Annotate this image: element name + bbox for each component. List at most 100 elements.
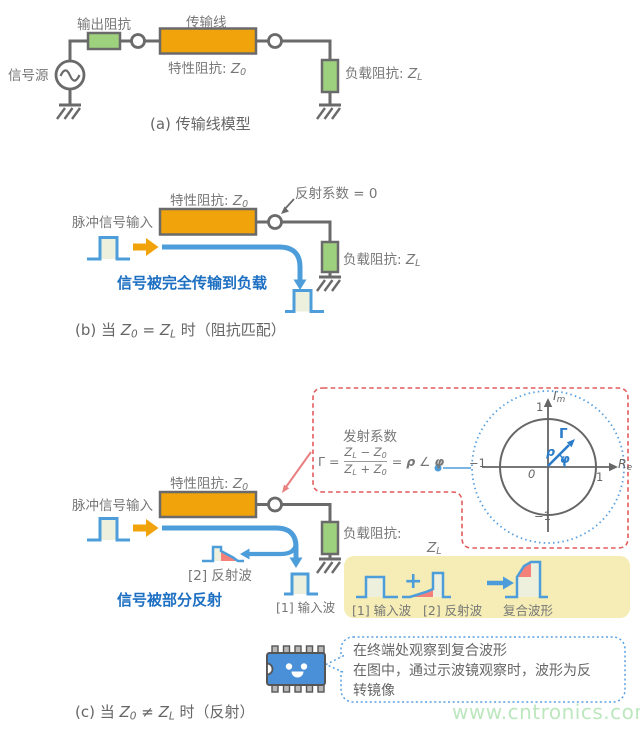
pulse-fill bbox=[100, 237, 117, 259]
wave-fill bbox=[531, 562, 540, 577]
output-impedance-resistor bbox=[86, 31, 122, 51]
phi-angle-arc bbox=[559, 454, 566, 468]
im-axis-arrowhead bbox=[543, 398, 553, 407]
orange-arrow-icon bbox=[133, 519, 159, 537]
circuit-a bbox=[54, 27, 343, 121]
connector-node bbox=[130, 33, 146, 49]
re-axis-label: Re bbox=[618, 456, 633, 473]
load-impedance-label-c: 负载阻抗: bbox=[343, 526, 402, 542]
composite-wave-icon bbox=[505, 560, 548, 599]
pulse-fill bbox=[294, 290, 311, 312]
incident-pulse-icon bbox=[284, 572, 318, 596]
transmitted-pulse-icon bbox=[285, 289, 324, 313]
pulse-fill bbox=[292, 574, 308, 594]
caption-c: (c) 当 Z0 ≠ ZL 时（反射） bbox=[75, 703, 255, 723]
polar-axes bbox=[482, 406, 610, 532]
char-impedance-label-b: 特性阻抗: Z0 bbox=[170, 193, 249, 211]
red-pointer-arrowhead bbox=[282, 484, 290, 493]
tick-bottom: −1 bbox=[534, 509, 551, 523]
chip-eye bbox=[285, 663, 293, 670]
circuit-c bbox=[87, 387, 630, 703]
signal-flow-arrowhead bbox=[289, 557, 303, 568]
gamma-vector-arrowhead bbox=[566, 439, 575, 448]
partial-reflect-label: 信号被部分反射 bbox=[117, 591, 223, 609]
ground-icon bbox=[315, 275, 343, 293]
circuit-b bbox=[87, 198, 343, 313]
pulse-fill bbox=[366, 577, 384, 597]
signal-source-label: 信号源 bbox=[8, 68, 49, 84]
phi-label: φ bbox=[560, 451, 570, 466]
speech-bubble bbox=[340, 636, 626, 703]
connector-dot bbox=[434, 464, 442, 472]
full-transfer-label: 信号被完全传输到负载 bbox=[117, 274, 268, 292]
transmission-line-bar-a bbox=[158, 27, 258, 55]
wires-a bbox=[68, 39, 332, 105]
load-resistor-a bbox=[320, 58, 340, 94]
transmission-line-label: 传输线 bbox=[186, 15, 227, 31]
bubble-text: 在终端处观察到复合波形 在图中，通过示波镜观察时，波形为反 转镜像 bbox=[353, 641, 591, 701]
input-pulse-icon-c bbox=[87, 517, 130, 542]
reflected-wave-icon bbox=[202, 545, 244, 563]
reflection-formula: Γ = ZL − Z0 ZL + Z0 = ρ ∠ φ bbox=[318, 445, 445, 477]
sum-input-label: [1] 输入波 bbox=[352, 603, 412, 618]
chip-notch bbox=[266, 662, 274, 676]
sum-reflected-label: [2] 反射波 bbox=[423, 603, 483, 618]
transmission-line-bar-b bbox=[158, 207, 258, 236]
pointer-arrowhead bbox=[281, 206, 289, 214]
load-symbol-label: ZL bbox=[427, 540, 442, 558]
caption-a: (a) 传输线模型 bbox=[150, 115, 251, 133]
bubble-line-1: 在终端处观察到复合波形 bbox=[353, 643, 507, 659]
connector-node bbox=[267, 33, 283, 49]
formula-fraction: ZL − Z0 ZL + Z0 bbox=[344, 445, 387, 477]
origin-label: 0 bbox=[528, 467, 536, 481]
input-pulse-icon-b bbox=[87, 236, 130, 261]
bubble-line-3: 转镜像 bbox=[353, 683, 395, 699]
ground-icon bbox=[55, 103, 83, 121]
gamma-label: Γ bbox=[559, 426, 568, 442]
pulse-fill bbox=[100, 518, 117, 540]
tick-left: −1 bbox=[469, 456, 486, 470]
reflected-wave-label: [2] 反射波 bbox=[188, 568, 252, 584]
unit-circle-outer-dotted bbox=[471, 390, 625, 544]
gamma-vector bbox=[547, 444, 570, 467]
formula-rhs: = ρ ∠ φ bbox=[391, 454, 445, 470]
sum-composite-label: 复合波形 bbox=[503, 603, 554, 618]
output-impedance-label: 输出阻抗 bbox=[77, 17, 131, 33]
input-wave-label: [1] 输入波 bbox=[276, 600, 336, 615]
connector-node bbox=[267, 496, 283, 513]
orange-arrow-icon bbox=[133, 238, 159, 256]
sum-input-pulse-icon bbox=[356, 575, 398, 599]
reflected-flow-arrowhead bbox=[240, 548, 250, 560]
ground-icon bbox=[315, 103, 343, 121]
transmission-line-bar-c bbox=[158, 490, 258, 519]
tick-right: 1 bbox=[596, 470, 604, 484]
watermark: www.cntronics.com bbox=[452, 700, 640, 724]
im-axis-label: Im bbox=[553, 388, 566, 405]
formula-lhs: Γ = bbox=[318, 454, 340, 470]
plus-sign: + bbox=[404, 569, 423, 594]
load-impedance-label-a: 负载阻抗: ZL bbox=[345, 66, 423, 84]
bubble-line-2: 在图中，通过示波镜观察时，波形为反 bbox=[353, 663, 591, 679]
signal-flow-arrowhead bbox=[293, 279, 307, 290]
wave-sum-panel bbox=[344, 556, 630, 618]
sine-wave-icon bbox=[59, 69, 81, 82]
load-resistor-b bbox=[320, 240, 340, 274]
chip-mouth bbox=[291, 671, 304, 678]
pulse-input-label-c: 脉冲信号输入 bbox=[72, 498, 153, 514]
tick-top: 1 bbox=[536, 400, 544, 414]
sum-arrow-head bbox=[503, 576, 514, 590]
ground-icon bbox=[315, 557, 343, 575]
sum-reflected-red-fill bbox=[410, 589, 433, 597]
char-impedance-label-c: 特性阻抗: Z0 bbox=[170, 476, 249, 494]
char-impedance-label-a: 特性阻抗: Z0 bbox=[168, 61, 247, 79]
signal-flow-line-b bbox=[162, 244, 303, 280]
re-axis-arrowhead bbox=[609, 462, 618, 472]
wave-fill bbox=[517, 577, 540, 597]
wave-fill bbox=[213, 547, 221, 561]
pulse-input-label-b: 脉冲信号输入 bbox=[72, 215, 153, 231]
rho-label: ρ bbox=[546, 444, 555, 459]
speech-bubble-pointer bbox=[324, 654, 345, 674]
formula-numerator: ZL − Z0 bbox=[344, 445, 387, 460]
